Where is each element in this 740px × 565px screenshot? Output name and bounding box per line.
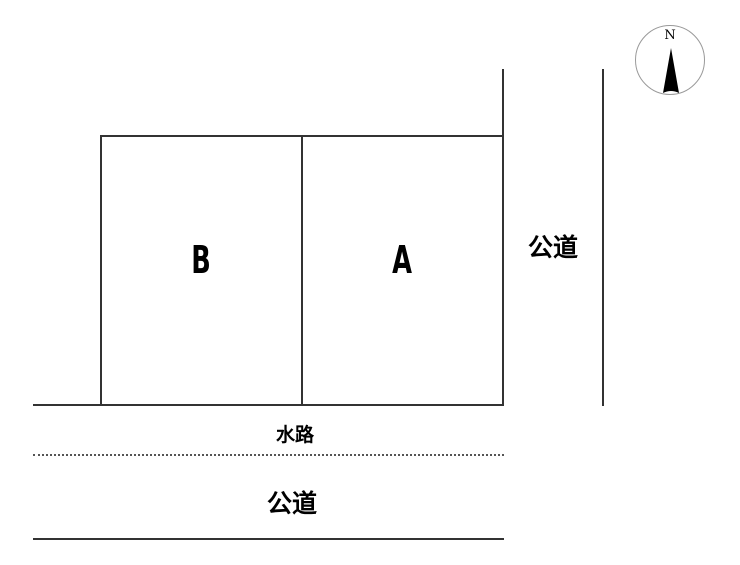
lot-divider: [301, 135, 303, 405]
north-label: N: [664, 28, 676, 43]
bottom-road-edge-line: [33, 538, 504, 540]
public-road-bottom-label: 公道: [267, 489, 318, 518]
lot-b-left-border: [100, 135, 102, 405]
north-arrow-icon: [663, 48, 679, 93]
bottom-boundary-line: [33, 404, 504, 406]
lot-a-right-border: [502, 69, 504, 406]
compass: N: [635, 25, 705, 95]
waterway-label: 水路: [276, 424, 315, 446]
lot-a-label: A: [392, 238, 412, 282]
right-road-edge-line: [602, 69, 604, 406]
public-road-right-label: 公道: [528, 233, 579, 262]
lot-b-label: B: [191, 238, 211, 282]
waterway-edge-line: [33, 454, 504, 456]
